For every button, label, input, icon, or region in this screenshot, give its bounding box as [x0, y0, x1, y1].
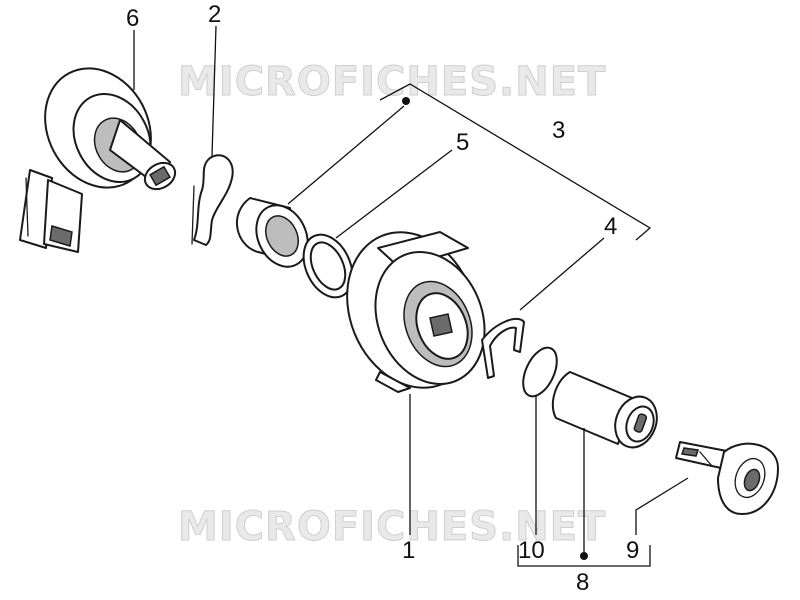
- part-3-group-bracket: [379, 83, 652, 241]
- watermark-top: MICROFICHES.NET: [178, 59, 606, 105]
- part-8-cylinder: [551, 371, 658, 449]
- watermark-bottom: MICROFICHES.NET: [178, 504, 606, 550]
- group-dot-3: [402, 97, 410, 105]
- part-2-gasket: [191, 154, 234, 246]
- callout-8: 8: [576, 569, 589, 596]
- part-4-clip: [481, 317, 525, 379]
- callout-2: 2: [208, 1, 221, 28]
- callout-9: 9: [626, 537, 639, 564]
- part-6-switch-body: [19, 67, 177, 253]
- leader-lines: [133, 25, 689, 567]
- callout-3: 3: [552, 117, 565, 144]
- callout-4: 4: [604, 213, 617, 240]
- part-10-seal: [522, 346, 558, 398]
- callout-10: 10: [518, 537, 545, 564]
- part-1-lock-housing: [346, 231, 486, 393]
- part-bushing: [235, 197, 309, 268]
- part-9-key: [675, 441, 779, 515]
- callout-5: 5: [456, 129, 469, 156]
- part-5-washer: [302, 233, 354, 299]
- callout-6: 6: [126, 5, 139, 32]
- callout-1: 1: [402, 537, 415, 564]
- group-dot-8: [580, 552, 588, 560]
